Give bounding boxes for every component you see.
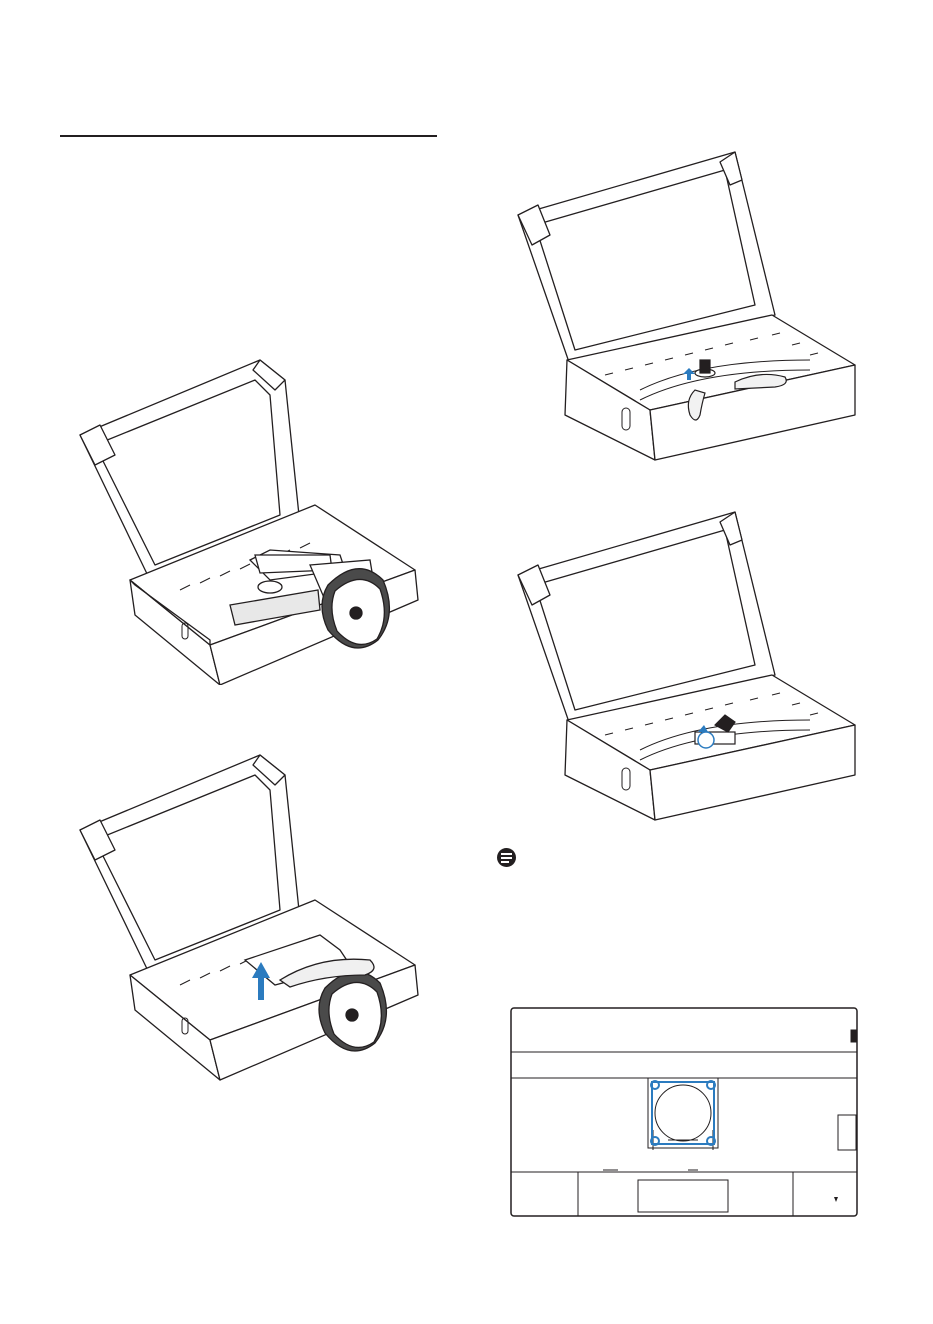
box-press-release-figure — [510, 150, 860, 465]
box-stand-detached-figure — [510, 510, 860, 825]
vesa-mount-back-figure — [508, 1005, 860, 1220]
box-lift-stand-figure — [70, 750, 430, 1090]
section-rule — [60, 135, 437, 137]
box-with-stand-figure — [70, 355, 430, 685]
note-icon — [497, 848, 516, 867]
